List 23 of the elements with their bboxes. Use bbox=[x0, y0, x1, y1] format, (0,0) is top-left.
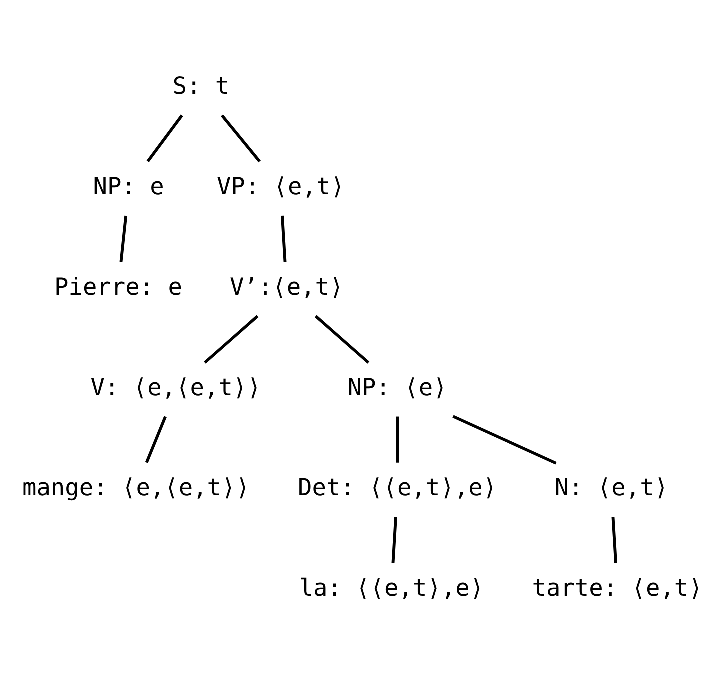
node-text: Det: ⟨⟨e,t⟩,e⟩ bbox=[298, 473, 498, 502]
node-text: S: t bbox=[172, 72, 230, 100]
node-text: V’:⟨e,t⟩ bbox=[230, 272, 344, 300]
node-text: N: ⟨e,t⟩ bbox=[554, 473, 669, 502]
connector bbox=[120, 215, 128, 262]
node-text: VP: ⟨e,t⟩ bbox=[216, 172, 345, 200]
node-text: mange: ⟨e,⟨e,t⟩⟩ bbox=[22, 473, 250, 502]
connector bbox=[204, 314, 259, 364]
connector bbox=[452, 414, 557, 464]
connector bbox=[145, 416, 167, 463]
connector bbox=[396, 416, 400, 462]
node-text: Pierre: e bbox=[54, 272, 182, 300]
connector bbox=[281, 215, 287, 262]
node-text: NP: e bbox=[93, 172, 164, 200]
node-text: tarte: ⟨e,t⟩ bbox=[532, 574, 703, 602]
connector bbox=[392, 516, 398, 563]
node-text: la: ⟨⟨e,t⟩,e⟩ bbox=[299, 574, 484, 602]
node-text: V: ⟨e,⟨e,t⟩⟩ bbox=[90, 372, 262, 401]
node-text: NP: ⟨e⟩ bbox=[348, 372, 448, 401]
connector bbox=[221, 114, 261, 162]
connector bbox=[314, 314, 370, 364]
connector bbox=[146, 114, 184, 162]
connector bbox=[612, 516, 618, 563]
